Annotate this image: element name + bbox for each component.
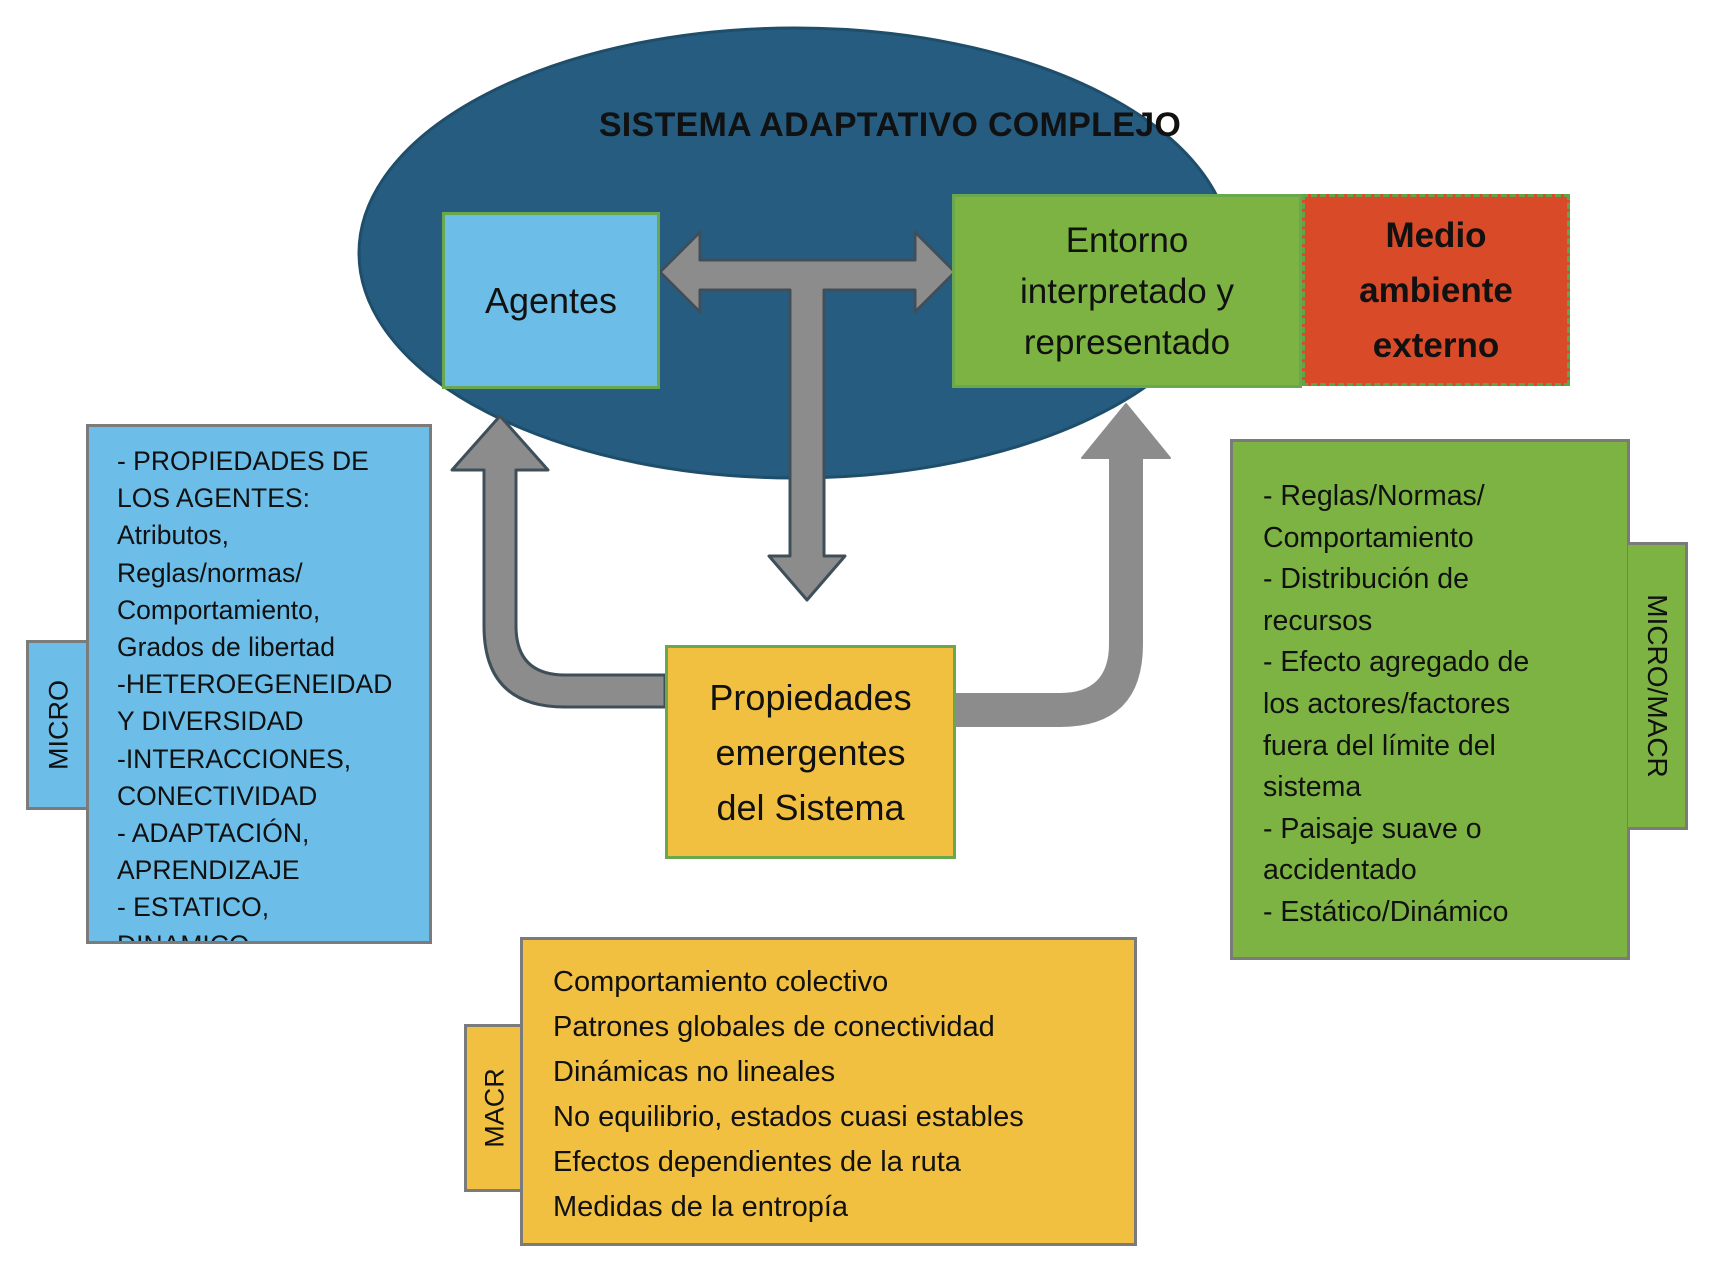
micro-line: Comportamiento, [117,594,321,625]
macr-line: Comportamiento colectivo [553,966,889,998]
micro-line: LOS AGENTES: [117,483,310,514]
micro-line: - PROPIEDADES DE [117,446,369,476]
propiedades-line-1: Propiedades [709,676,912,718]
medio-ambiente-box: Medio ambiente externo [1302,194,1570,386]
feedback-arrow-left [450,414,667,709]
macr-line: Dinámicas no lineales [553,1056,836,1088]
entorno-line-1: Entorno [1065,220,1189,260]
interaction-t-arrow [658,230,957,602]
entorno-line-3: representado [1023,322,1231,362]
feedback-arrow-right [955,403,1171,727]
macr-line: No equilibrio, estados cuasi estables [553,1101,1024,1133]
micro-line: Grados de libertad [117,632,336,663]
micro-macr-tab-label: MICRO/MACR [1641,594,1673,778]
micro-macr-line: Comportamiento [1263,521,1474,554]
micro-macr-line: recursos [1263,604,1373,637]
micro-line: -HETEROEGENEIDAD [117,669,393,700]
micro-line: Atributos, [117,520,229,551]
propiedades-line-2: emergentes [715,731,906,773]
micro-line: Y DIVERSIDAD [117,706,304,737]
micro-macr-tab: MICRO/MACR [1628,542,1688,830]
propiedades-line-3: del Sistema [716,786,905,828]
micro-line: APRENDIZAJE [117,855,300,886]
micro-macr-line: los actores/factores [1263,687,1511,720]
micro-macr-line: - Efecto agregado de [1263,646,1530,679]
macr-line: Medidas de la entropía [553,1191,849,1223]
micro-macr-line: - Reglas/Normas/ [1263,480,1485,512]
micro-line: - ESTATICO, [117,892,270,923]
macr-panel: Comportamiento colectivo Patrones global… [520,937,1137,1246]
agentes-label: Agentes [484,279,618,321]
micro-macr-line: - Paisaje suave o [1263,812,1482,845]
medio-line-2: ambiente [1359,270,1513,310]
micro-tab: MICRO [26,640,88,810]
agentes-box: Agentes [442,212,660,389]
micro-line: - ADAPTACIÓN, [117,818,310,849]
micro-macr-line: accidentado [1263,854,1417,887]
macr-tab-label: MACR [479,1068,509,1148]
medio-line-1: Medio [1385,215,1487,255]
micro-macr-line: sistema [1263,771,1362,804]
micro-macr-line: fuera del límite del [1263,729,1496,762]
macr-line: Patrones globales de conectividad [553,1011,995,1043]
micro-line: DINAMICO [117,927,419,941]
medio-line-3: externo [1372,325,1500,365]
micro-line: Reglas/normas/ [117,557,303,588]
macr-line: Efectos dependientes de la ruta [553,1146,961,1178]
micro-macr-line: - Distribución de [1263,563,1469,596]
micro-line: -INTERACCIONES, [117,743,352,774]
diagram-title: SISTEMA ADAPTATIVO COMPLEJO [598,106,1182,144]
micro-macr-line: - Estático/Dinámico [1263,895,1509,928]
micro-macr-panel: - Reglas/Normas/ Comportamiento - Distri… [1230,439,1630,960]
micro-line: CONECTIVIDAD [117,780,318,811]
micro-tab-label: MICRO [43,680,73,770]
entorno-line-2: interpretado y [1019,271,1235,311]
propiedades-emergentes-box: Propiedades emergentes del Sistema [665,645,956,859]
micro-panel: - PROPIEDADES DE LOS AGENTES: Atributos,… [86,424,432,944]
entorno-box: Entorno interpretado y representado [952,194,1302,388]
macr-tab: MACR [464,1024,522,1192]
